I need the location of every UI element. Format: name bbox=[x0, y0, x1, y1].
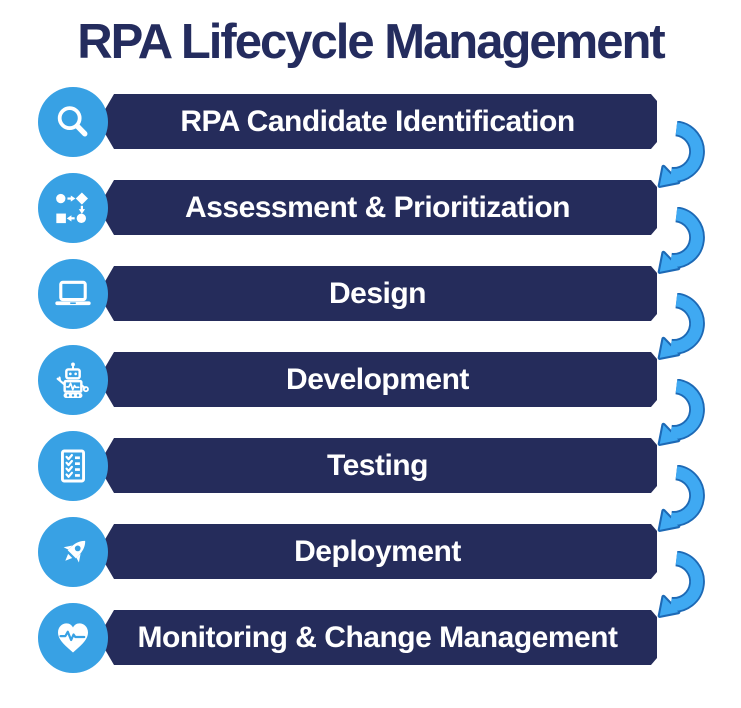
step-icon-badge bbox=[38, 344, 108, 415]
step-banner: Deployment bbox=[98, 524, 657, 579]
heart-pulse-icon bbox=[58, 622, 88, 652]
step-row-testing: Testing bbox=[38, 430, 657, 501]
workflow-icon bbox=[56, 191, 88, 223]
flow-arrow-step3-step4 bbox=[657, 293, 705, 360]
step-banner: Development bbox=[98, 352, 657, 407]
search-icon bbox=[57, 105, 88, 136]
flow-arrow-step2-step3 bbox=[657, 207, 705, 274]
step-row-design: Design bbox=[38, 258, 657, 329]
step-row-development: Development bbox=[38, 344, 657, 415]
flow-arrow-step1-step2 bbox=[657, 121, 705, 188]
step-icon-badge bbox=[38, 516, 108, 587]
step-banner: Testing bbox=[98, 438, 657, 493]
step-row-assessment-prioritization: Assessment & Prioritization bbox=[38, 172, 657, 243]
step-label: Monitoring & Change Management bbox=[137, 620, 618, 654]
flow-arrow-step6-step7 bbox=[657, 551, 705, 618]
step-icon-badge bbox=[38, 86, 108, 157]
robot-icon bbox=[56, 362, 89, 398]
step-list: RPA Candidate Identification Assessment … bbox=[38, 86, 657, 673]
step-row-candidate-identification: RPA Candidate Identification bbox=[38, 86, 657, 157]
step-label: Testing bbox=[327, 448, 428, 482]
step-banner: RPA Candidate Identification bbox=[98, 94, 657, 149]
laptop-icon bbox=[55, 280, 91, 305]
flow-arrow-step5-step6 bbox=[657, 465, 705, 532]
step-row-monitoring-change-management: Monitoring & Change Management bbox=[38, 602, 657, 673]
step-banner: Monitoring & Change Management bbox=[98, 610, 657, 665]
page-title: RPA Lifecycle Management bbox=[77, 15, 665, 69]
step-icon-badge bbox=[38, 258, 108, 329]
step-icon-badge bbox=[38, 172, 108, 243]
step-label: Development bbox=[286, 362, 469, 396]
step-banner: Assessment & Prioritization bbox=[98, 180, 657, 235]
checklist-icon bbox=[61, 449, 85, 482]
rocket-icon bbox=[63, 540, 86, 562]
step-row-deployment: Deployment bbox=[38, 516, 657, 587]
step-label: Deployment bbox=[294, 534, 461, 568]
step-icon-badge bbox=[38, 602, 108, 673]
step-label: Assessment & Prioritization bbox=[185, 190, 570, 224]
step-icon-badge bbox=[38, 430, 108, 501]
step-banner: Design bbox=[98, 266, 657, 321]
step-label: RPA Candidate Identification bbox=[180, 104, 575, 138]
step-label: Design bbox=[328, 276, 427, 310]
flow-arrow-step4-step5 bbox=[657, 379, 705, 446]
